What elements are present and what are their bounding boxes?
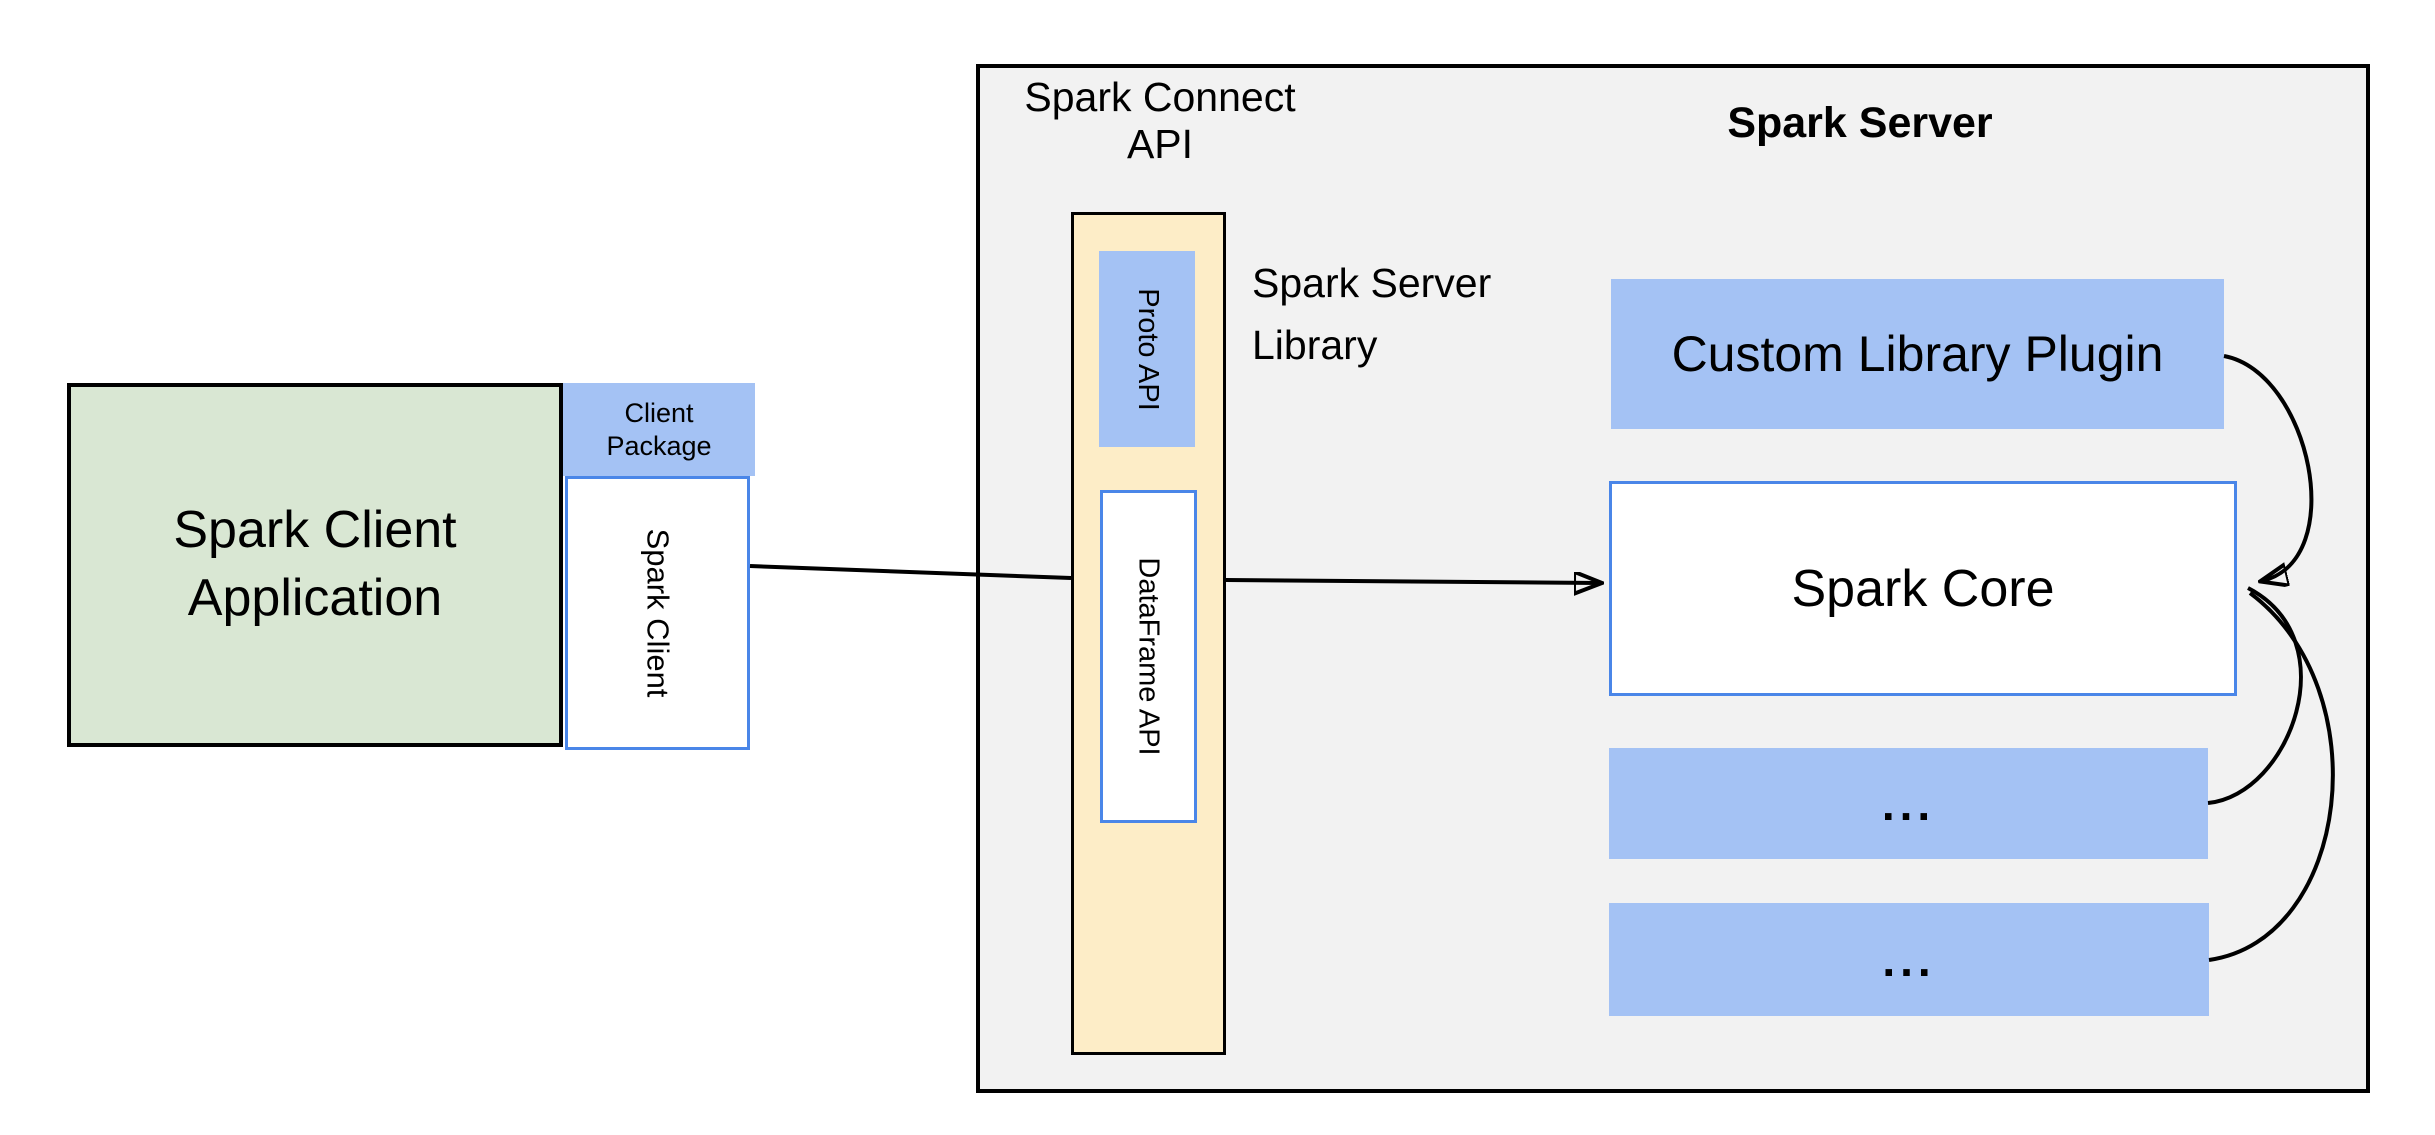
dataframe-api-box: DataFrame API [1100, 490, 1197, 823]
spark-connect-api-label: Spark Connect API [1024, 74, 1296, 167]
proto-api-box: Proto API [1099, 251, 1195, 447]
custom-library-plugin-label: Custom Library Plugin [1671, 326, 2164, 382]
ellipsis-label-top: ... [1881, 777, 1936, 830]
spark-client-box: Spark Client [565, 476, 750, 750]
spark-core-box: Spark Core [1609, 481, 2237, 696]
client-package-label: Client Package [606, 397, 712, 461]
client-package-box: Client Package [563, 383, 755, 476]
spark-client-application-label: Spark Client Application [173, 501, 457, 627]
spark-client-label: Spark Client [640, 528, 676, 698]
custom-library-plugin-box: Custom Library Plugin [1611, 279, 2224, 429]
dataframe-api-label: DataFrame API [1133, 557, 1165, 756]
proto-api-label: Proto API [1131, 287, 1164, 411]
spark-core-label: Spark Core [1791, 559, 2055, 618]
spark-server-title: Spark Server [1727, 99, 1993, 147]
spark-server-library-label: Spark Server Library [1252, 260, 1492, 368]
ellipsis-label-bottom: ... [1882, 933, 1936, 986]
more-plugins-box-top: ... [1609, 748, 2208, 859]
spark-client-application-box: Spark Client Application [67, 383, 563, 747]
more-plugins-box-bottom: ... [1609, 903, 2209, 1016]
